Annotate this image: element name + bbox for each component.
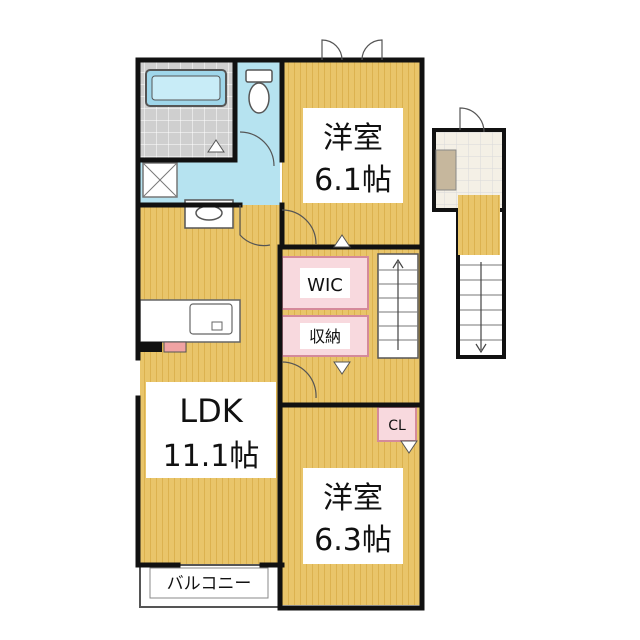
- entry-arrows: [207, 139, 418, 454]
- stairs-main: [377, 253, 419, 359]
- closet-label: CL: [388, 418, 406, 434]
- wic-label: WIC: [307, 275, 343, 296]
- balcony-label: バルコニー: [167, 574, 252, 594]
- ldk-size: 11.1帖: [163, 439, 260, 474]
- toilet-icon: [245, 69, 273, 114]
- door-swing-icon: [239, 39, 383, 399]
- fridge-space: [140, 342, 162, 352]
- bedroom-north-name: 洋室: [323, 121, 383, 156]
- storage-label: 収納: [309, 327, 341, 346]
- ldk-name: LDK: [179, 392, 243, 430]
- annex: [432, 107, 506, 359]
- balcony-label-box: [149, 567, 269, 599]
- bedroom-north-size: 6.1帖: [314, 163, 392, 198]
- kitchen-counter-icon: [139, 299, 241, 343]
- bedroom-south-size: 6.3帖: [314, 523, 392, 558]
- walls: [135, 57, 425, 611]
- bedroom-south-name: 洋室: [323, 481, 383, 516]
